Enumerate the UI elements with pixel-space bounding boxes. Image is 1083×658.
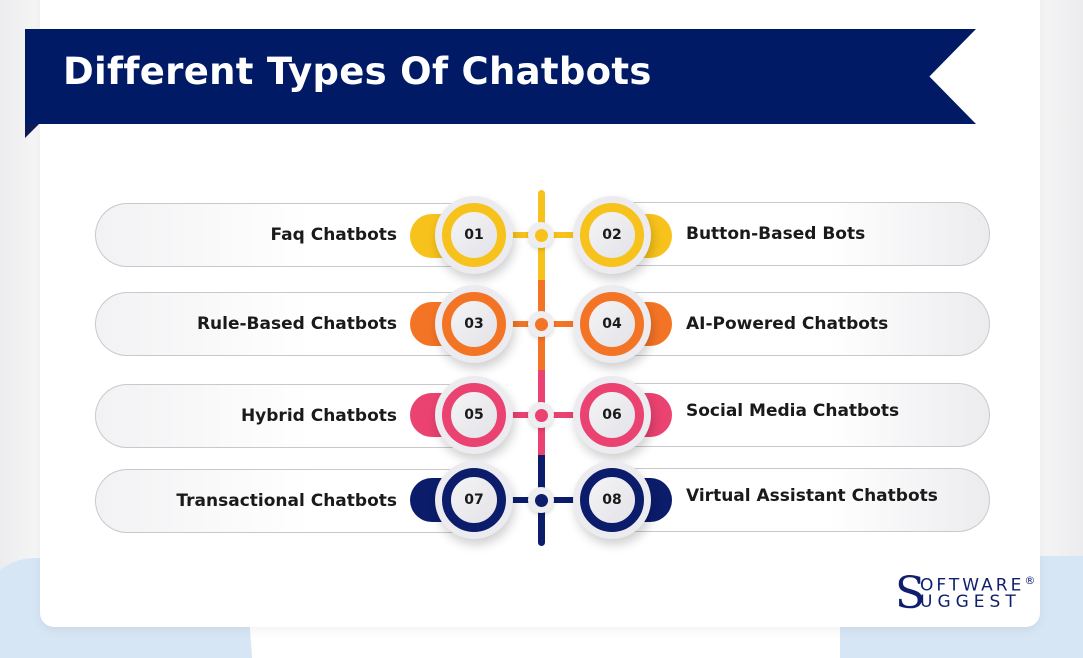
list-item-ai-powered-chatbots: AI-Powered Chatbots bbox=[630, 292, 990, 356]
item-label: Virtual Assistant Chatbots bbox=[686, 486, 938, 506]
number-badge: 02 bbox=[573, 196, 651, 274]
number-badge: 01 bbox=[435, 196, 513, 274]
list-item-virtual-assistant-chatbots: Virtual Assistant Chatbots bbox=[630, 468, 990, 532]
logo-initial: S bbox=[895, 568, 926, 619]
item-label: Button-Based Bots bbox=[686, 224, 866, 244]
number-badge: 04 bbox=[573, 285, 651, 363]
list-item-hybrid-chatbots: Hybrid Chatbots bbox=[95, 384, 455, 448]
page-title: Different Types Of Chatbots bbox=[63, 50, 652, 93]
item-label: Faq Chatbots bbox=[270, 225, 397, 245]
list-item-rule-based-chatbots: Rule-Based Chatbots bbox=[95, 292, 455, 356]
item-label: Transactional Chatbots bbox=[176, 491, 397, 511]
list-item-button-based-bots: Button-Based Bots bbox=[630, 202, 990, 266]
title-ribbon bbox=[25, 29, 976, 124]
hub-node bbox=[528, 311, 554, 337]
number-badge: 05 bbox=[435, 376, 513, 454]
number-badge: 03 bbox=[435, 285, 513, 363]
list-item-faq-chatbots: Faq Chatbots bbox=[95, 203, 455, 267]
list-item-social-media-chatbots: Social Media Chatbots bbox=[630, 383, 990, 447]
item-label: AI-Powered Chatbots bbox=[686, 314, 889, 334]
item-label: Social Media Chatbots bbox=[686, 401, 900, 421]
number-badge: 07 bbox=[435, 461, 513, 539]
number-badge: 06 bbox=[573, 376, 651, 454]
list-item-transactional-chatbots: Transactional Chatbots bbox=[95, 469, 455, 533]
hub-node bbox=[528, 222, 554, 248]
ribbon-fold bbox=[25, 123, 40, 138]
background-right-panel bbox=[1040, 0, 1083, 658]
hub-node bbox=[528, 402, 554, 428]
number-badge: 08 bbox=[573, 461, 651, 539]
item-label: Rule-Based Chatbots bbox=[196, 314, 397, 334]
item-label: Hybrid Chatbots bbox=[240, 406, 397, 426]
hub-node bbox=[528, 487, 554, 513]
logo-line-2: uggest bbox=[920, 592, 1021, 612]
logo-line-1: oftware® bbox=[920, 574, 1036, 596]
